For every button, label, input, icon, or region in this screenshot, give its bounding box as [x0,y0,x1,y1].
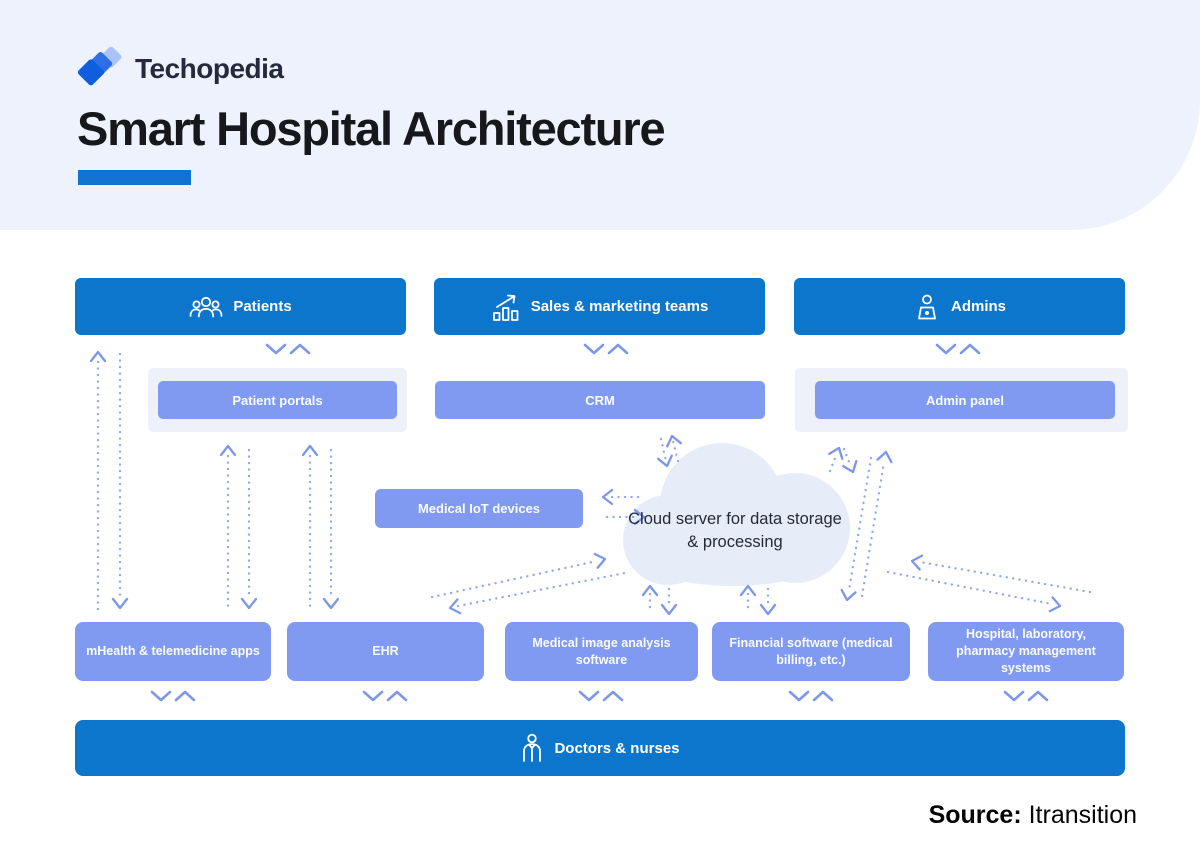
patient-portals-label: Patient portals [232,392,323,408]
techopedia-logo: Techopedia [78,46,284,92]
patients-icon [189,296,223,317]
ehr-label: EHR [372,644,399,659]
page-title: Smart Hospital Architecture [77,102,666,155]
techopedia-logo-icon [78,46,122,86]
hospital-management-box: Hospital, laboratory, pharmacy managemen… [928,622,1124,681]
admins-box: Admins [794,278,1125,335]
data-exchange-chevrons [362,690,408,702]
medical-image-analysis-box: Medical image analysis software [505,622,698,681]
data-exchange-chevrons [578,690,624,702]
hospital-management-label: Hospital, laboratory, pharmacy managemen… [956,627,1096,675]
doctors-nurses-label: Doctors & nurses [554,739,680,757]
medical-image-analysis-label: Medical image analysis software [532,635,671,667]
source-value: Itransition [1028,801,1137,829]
title-accent-bar [78,170,191,185]
data-exchange-chevrons [583,343,629,355]
data-exchange-chevrons [788,690,834,702]
financial-software-label: Financial software (medical billing, etc… [729,635,893,667]
medical-iot-label: Medical IoT devices [417,501,541,516]
cloud-server-label: Cloud server for data storage & processi… [628,510,842,552]
patients-box: Patients [75,278,406,335]
medical-iot-box: Medical IoT devices [375,489,583,528]
crm-box: CRM [435,381,765,419]
admins-label: Admins [950,298,1006,315]
data-exchange-chevrons [935,343,981,355]
admin-panel-label: Admin panel [925,392,1004,408]
doctors-icon [523,733,542,762]
doctors-nurses-bar: Doctors & nurses [75,720,1125,776]
sales-marketing-box: Sales & marketing teams [434,278,765,335]
data-exchange-chevrons [1003,690,1049,702]
source-note: Source: Itransition [929,801,1137,830]
data-exchange-chevrons [265,343,311,355]
sales-marketing-label: Sales & marketing teams [530,298,709,315]
ehr-box: EHR [287,622,484,681]
financial-software-box: Financial software (medical billing, etc… [712,622,910,681]
brand-name: Techopedia [135,53,284,84]
sales-chart-icon [492,294,519,321]
patients-label: Patients [233,298,292,315]
admin-panel-box: Admin panel [815,381,1115,419]
mhealth-label: mHealth & telemedicine apps [86,644,260,659]
header-panel [0,0,1200,230]
data-exchange-chevrons [150,690,196,702]
admins-icon [918,294,936,319]
mhealth-box: mHealth & telemedicine apps [75,622,271,681]
source-label: Source: [928,801,1022,829]
patient-portals-box: Patient portals [158,381,397,419]
crm-label: CRM [585,392,615,408]
